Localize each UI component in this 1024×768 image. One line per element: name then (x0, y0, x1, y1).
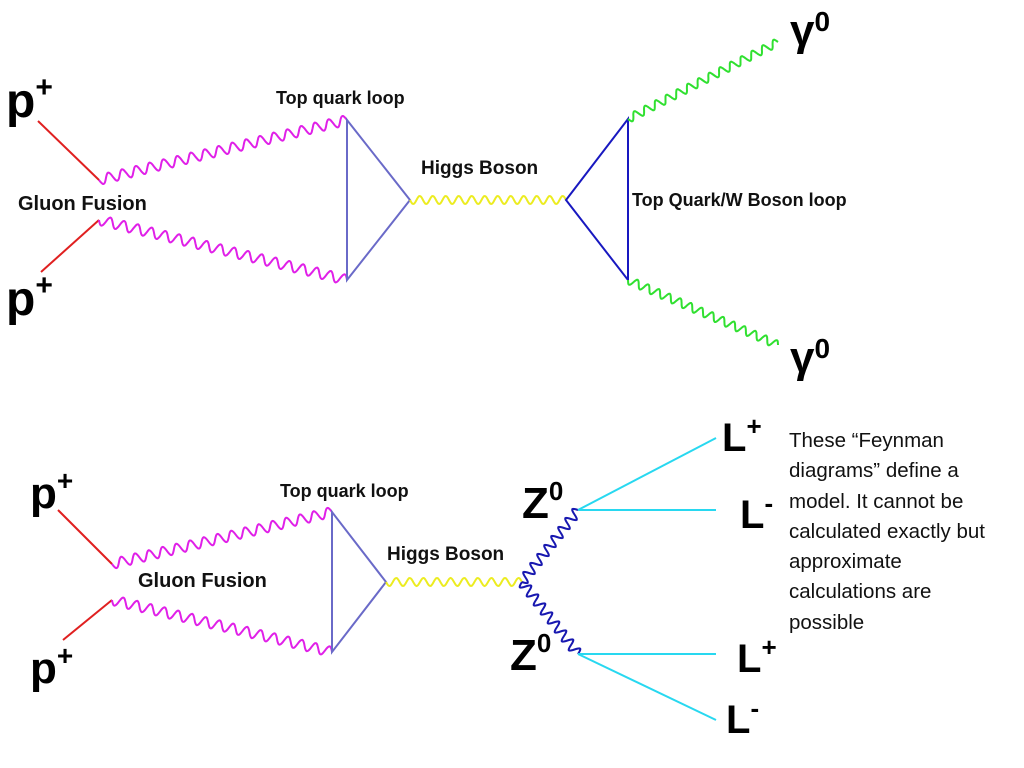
z-charge-bottom: 0 (537, 628, 551, 658)
lepton-label-3: L+ (737, 632, 777, 681)
top-quark-loop-label: Top quark loop (276, 88, 405, 108)
proton-line-top (37, 120, 100, 181)
gluon-line-bottom (98, 216, 348, 284)
gluon-line-top-2 (111, 506, 333, 570)
proton-line-bottom (40, 219, 100, 273)
z-boson-label-top: Z0 (522, 476, 563, 528)
photon-line-top (627, 38, 779, 123)
proton-line-bottom-2 (62, 599, 113, 641)
higgs-line-2 (385, 576, 523, 588)
gluon-fusion-label: Gluon Fusion (18, 193, 147, 215)
gluon-fusion-label-2: Gluon Fusion (138, 570, 267, 592)
lepton-label-4: L- (726, 693, 759, 742)
lepton-charge-3: + (761, 632, 776, 662)
lepton-line-4 (577, 653, 717, 721)
z-boson-line-top (521, 507, 579, 585)
proton-charge-bottom-2: + (57, 640, 73, 671)
top-quark-loop-triangle (346, 117, 412, 283)
lepton-label-1: L+ (722, 411, 762, 460)
diagram-higgs-to-photons: p+ p+ Gluon Fusion Top quark loop Higgs … (6, 6, 847, 382)
z-boson-line-bottom (518, 581, 582, 655)
proton-label-bottom-2: p+ (30, 640, 73, 693)
proton-line-top-2 (57, 509, 113, 565)
proton-charge-top: + (35, 71, 53, 104)
higgs-boson-label-2: Higgs Boson (387, 544, 504, 565)
top-quark-loop-triangle-2 (331, 509, 388, 655)
top-quark-w-boson-loop-label: Top Quark/W Boson loop (632, 190, 847, 210)
proton-charge-top-2: + (57, 465, 73, 496)
proton-label-top-2: p+ (30, 465, 73, 518)
proton-charge-bottom: + (35, 269, 53, 302)
gluon-line-bottom-2 (111, 596, 333, 656)
photon-line-bottom (627, 278, 779, 347)
lepton-charge-2: - (764, 488, 773, 518)
higgs-line (409, 194, 567, 206)
photon-label-bottom: γ0 (790, 333, 830, 382)
lepton-line-1 (577, 437, 717, 511)
photon-charge-bottom: 0 (814, 333, 830, 364)
top-quark-loop-label-2: Top quark loop (280, 481, 409, 501)
photon-charge-top: 0 (814, 6, 830, 37)
caption-text: These “Feynman diagrams” define a model.… (789, 429, 986, 634)
lepton-charge-1: + (746, 411, 761, 441)
lepton-charge-4: - (750, 693, 759, 723)
z-boson-label-bottom: Z0 (510, 628, 551, 680)
top-quark-w-boson-loop-triangle (564, 116, 629, 283)
z-charge-top: 0 (549, 476, 563, 506)
gluon-line-top (98, 114, 348, 186)
proton-label-bottom: p+ (6, 269, 53, 326)
diagram-higgs-to-z-bosons: p+ p+ Gluon Fusion Top quark loop Higgs … (30, 411, 777, 742)
higgs-boson-label: Higgs Boson (421, 158, 538, 179)
lepton-label-2: L- (740, 488, 773, 537)
proton-label-top: p+ (6, 71, 53, 128)
photon-label-top: γ0 (790, 6, 830, 55)
